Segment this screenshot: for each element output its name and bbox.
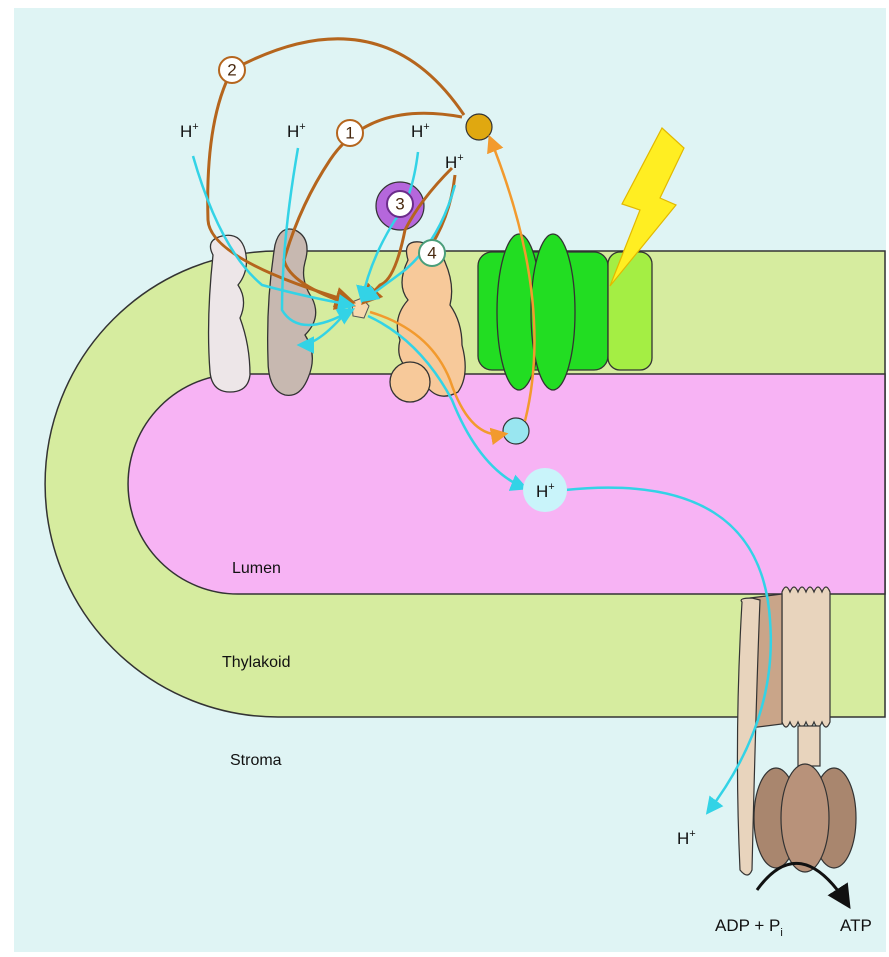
- lumen-label: Lumen: [232, 560, 281, 577]
- ferredoxin-circle: [466, 114, 492, 140]
- stroma-label: Stroma: [230, 752, 282, 769]
- step-1-label: 1: [345, 124, 354, 143]
- plastocyanin-circle: [503, 418, 529, 444]
- atp-label: ATP: [840, 916, 872, 935]
- step-4-label: 4: [427, 244, 436, 263]
- step-2-label: 2: [227, 61, 236, 80]
- step-3-label: 3: [395, 195, 404, 214]
- thylakoid-label: Thylakoid: [222, 654, 290, 671]
